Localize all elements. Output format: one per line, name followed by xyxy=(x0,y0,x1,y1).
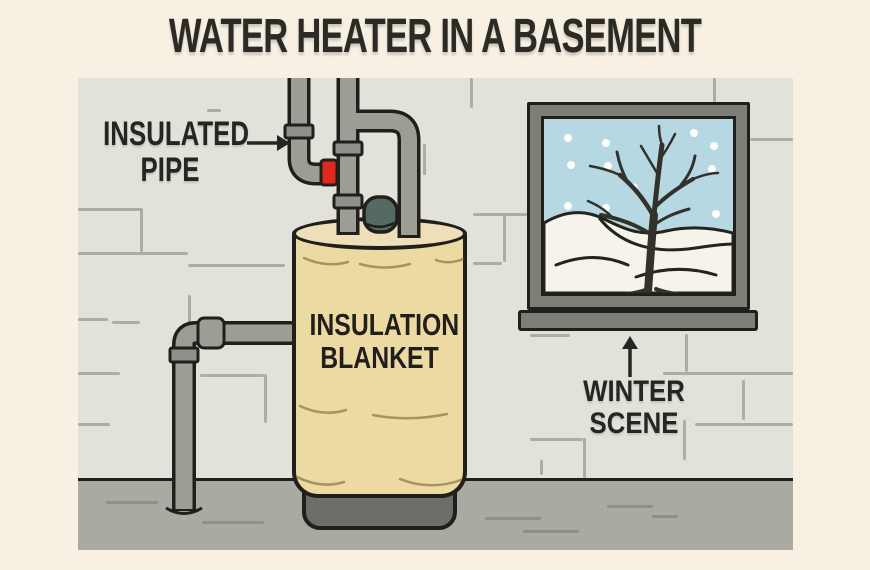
insulated-pipe-line2: PIPE xyxy=(140,151,200,190)
floor-dash xyxy=(106,501,158,504)
mortar-line xyxy=(140,208,143,252)
mortar-line xyxy=(188,264,285,267)
page-title: WATER HEATER IN A BASEMENT xyxy=(168,10,702,63)
mortar-line xyxy=(473,213,527,216)
winter-scene-label: WINTER SCENE xyxy=(574,375,694,441)
winter-scene-line1: WINTER xyxy=(583,375,685,408)
floor-dash xyxy=(607,505,653,508)
mortar-line xyxy=(78,423,110,426)
mortar-line xyxy=(695,423,793,426)
mortar-line xyxy=(188,295,191,325)
up-arrow-icon xyxy=(622,336,638,377)
insulation-blanket-line2: BLANKET xyxy=(320,340,439,376)
winter-scene-art xyxy=(544,119,733,293)
mortar-line xyxy=(530,334,570,337)
mortar-line xyxy=(583,438,586,478)
pipe-outlines xyxy=(287,78,421,238)
mortar-line xyxy=(503,215,506,262)
insulated-pipe-label: INSULATED PIPE xyxy=(103,116,249,190)
bare-tree xyxy=(586,124,720,293)
right-arrow-icon xyxy=(247,135,290,151)
pipe-coupling xyxy=(196,316,226,350)
mortar-line xyxy=(78,372,120,375)
window-winter-scene xyxy=(541,116,736,296)
mortar-line xyxy=(78,252,188,255)
basement-scene: INSULATION BLANKET INSULATED PIPE WINTER… xyxy=(78,78,793,550)
snow-contours xyxy=(554,217,733,279)
mortar-line xyxy=(78,318,108,321)
pipe-joint-bands xyxy=(283,123,364,210)
mortar-line xyxy=(663,372,793,375)
mortar-line xyxy=(200,374,264,377)
insulation-blanket-line1: INSULATION xyxy=(309,307,460,342)
mortar-line xyxy=(713,78,716,102)
mortar-line xyxy=(540,460,543,475)
snow-hills xyxy=(544,211,733,293)
window-sill xyxy=(518,310,758,331)
mortar-line xyxy=(530,438,583,441)
mortar-line xyxy=(207,109,221,112)
floor-dash xyxy=(485,517,541,520)
red-valve xyxy=(319,158,339,187)
mortar-line xyxy=(685,334,688,372)
mortar-line xyxy=(750,138,793,141)
insulated-pipe-line1: INSULATED xyxy=(103,115,250,153)
water-heater-tank xyxy=(292,234,467,498)
floor-dash xyxy=(202,521,264,524)
pipe-joint-band xyxy=(168,346,200,364)
mortar-line xyxy=(423,144,426,175)
insulation-blanket-label: INSULATION BLANKET xyxy=(310,308,460,376)
mortar-line xyxy=(78,208,141,211)
mortar-line xyxy=(473,262,502,265)
mortar-line xyxy=(683,420,686,460)
mortar-line xyxy=(470,78,473,108)
mortar-line xyxy=(264,374,267,423)
pipe-fills xyxy=(291,78,417,235)
winter-scene-line2: SCENE xyxy=(589,407,679,441)
tank-top-lid xyxy=(292,217,467,250)
floor-dash xyxy=(652,515,678,518)
mortar-line xyxy=(112,321,140,324)
floor-dash xyxy=(523,530,579,533)
mortar-line xyxy=(742,380,745,420)
